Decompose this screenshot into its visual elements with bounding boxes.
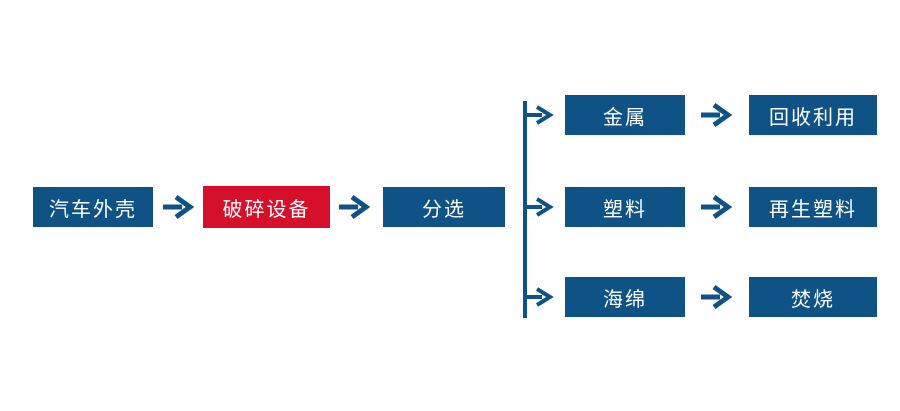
arrow-icon-plastic-to-replast xyxy=(701,194,733,220)
node-sponge-label: 海绵 xyxy=(603,288,647,311)
node-incineration: 焚烧 xyxy=(749,277,877,317)
node-recycled-plastic-label: 再生塑料 xyxy=(769,198,857,221)
arrow-icon-crusher-to-sorting xyxy=(339,194,371,220)
arrow-icon-sponge-to-burn xyxy=(701,284,733,310)
node-recycle-label: 回收利用 xyxy=(769,106,857,129)
node-crusher: 破碎设备 xyxy=(203,186,330,228)
node-recycle: 回收利用 xyxy=(749,95,877,135)
node-metal-label: 金属 xyxy=(603,106,647,129)
node-sorting-label: 分选 xyxy=(422,198,466,221)
arrow-icon-branch-sponge xyxy=(525,287,554,307)
arrow-icon-car-to-crusher xyxy=(163,194,195,220)
node-crusher-label: 破碎设备 xyxy=(222,198,311,221)
node-metal: 金属 xyxy=(565,95,685,135)
node-plastic-label: 塑料 xyxy=(603,198,647,221)
node-sorting: 分选 xyxy=(383,187,505,227)
arrow-icon-branch-metal xyxy=(525,105,554,125)
node-car-shell-label: 汽车外壳 xyxy=(49,198,137,221)
arrow-icon-branch-plastic xyxy=(525,197,554,217)
node-sponge: 海绵 xyxy=(565,277,685,317)
node-recycled-plastic: 再生塑料 xyxy=(749,187,877,227)
node-incineration-label: 焚烧 xyxy=(791,288,835,311)
arrow-icon-metal-to-recycle xyxy=(701,102,733,128)
node-car-shell: 汽车外壳 xyxy=(33,187,153,227)
node-plastic: 塑料 xyxy=(565,187,685,227)
